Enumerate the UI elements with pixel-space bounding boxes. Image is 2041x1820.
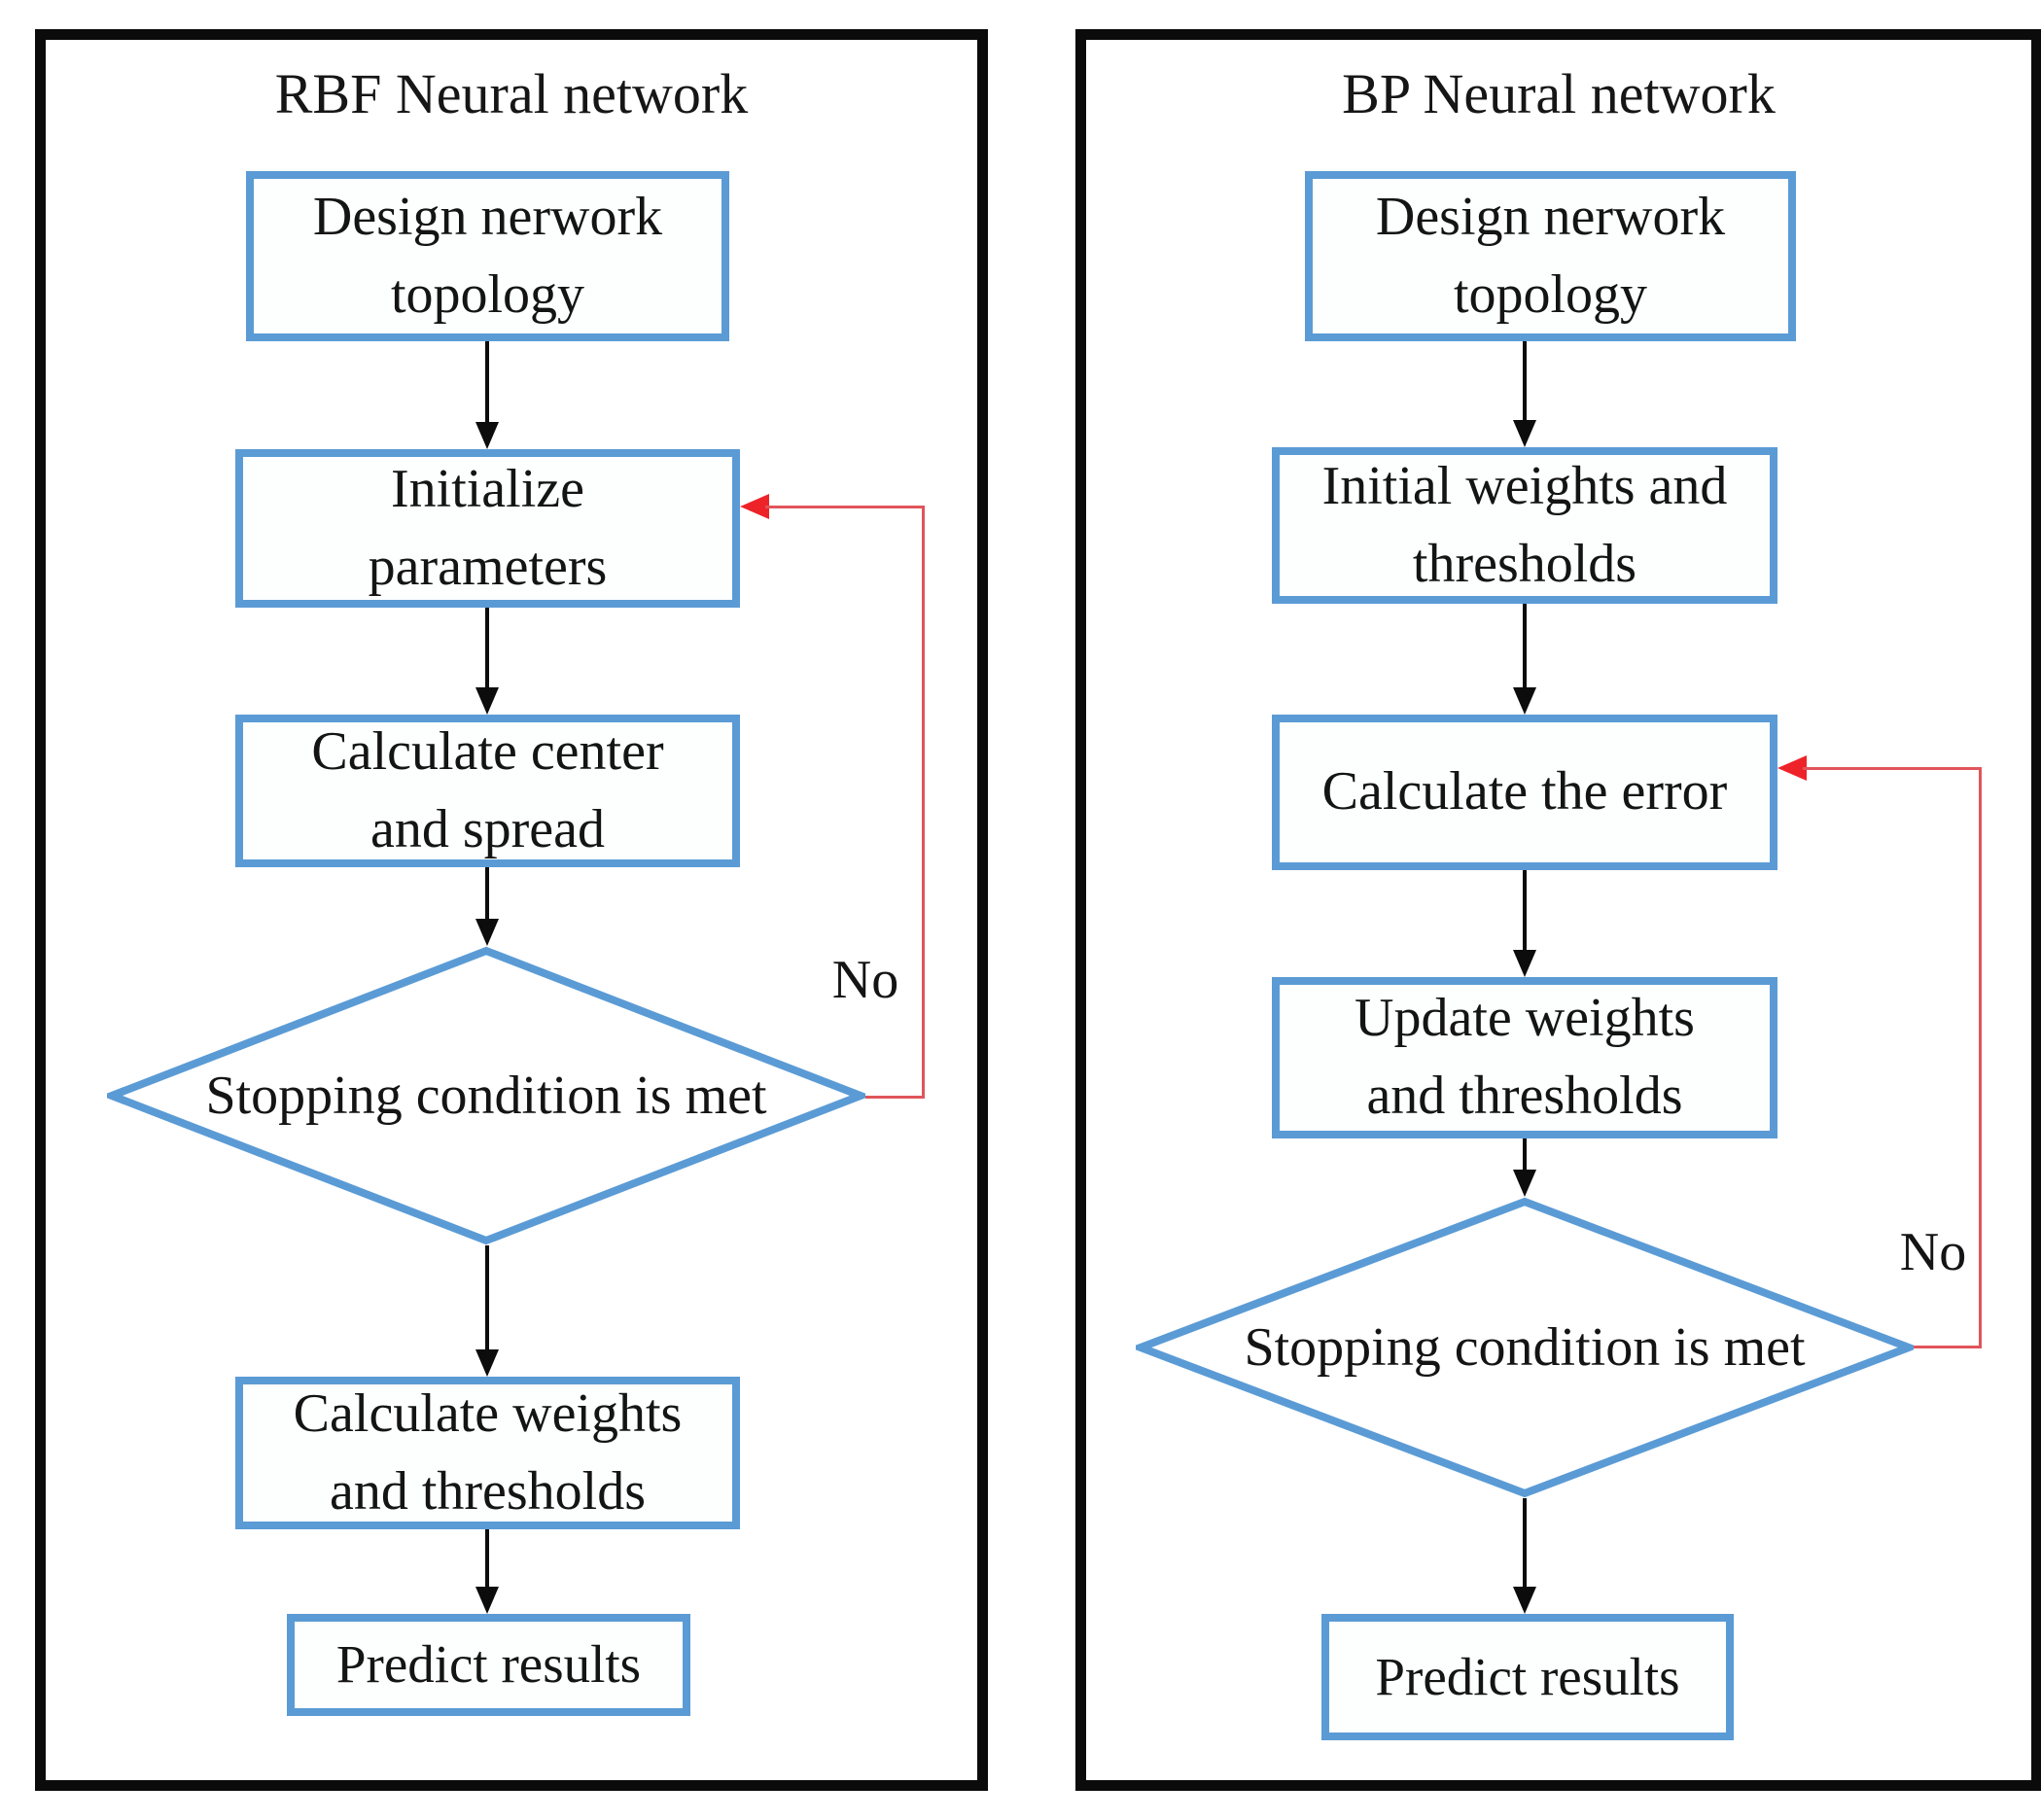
flow-arrow-down-icon [1513,604,1536,715]
box-design-network-topology: Design nerwork topology [1305,171,1796,341]
arrow-line [1523,604,1527,691]
rbf-panel-title: RBF Neural network [274,62,749,125]
arrow-line [485,608,489,691]
no-loop-line [765,506,925,508]
arrow-head-icon [1513,687,1536,715]
box-design-network-topology: Design nerwork topology [246,171,729,341]
no-loop-line [1914,1346,1982,1348]
arrow-line [1523,1498,1527,1591]
box-initial-weights-and-thresholds: Initial weights and thresholds [1272,447,1777,604]
box-calculate-weights-and-thresholds: Calculate weights and thresholds [235,1377,740,1529]
flow-arrow-down-icon [475,867,499,946]
arrow-line [485,1529,489,1591]
bp-panel: BP Neural network Design nerwork topolog… [1075,29,2041,1791]
box-calculate-the-error: Calculate the error [1272,715,1777,870]
diamond-shape [1136,1197,1914,1498]
no-loop-line [922,506,925,1099]
arrow-line [1523,341,1527,424]
arrow-line [485,1245,489,1353]
arrow-head-icon [475,919,499,946]
arrow-head-icon [1513,1587,1536,1614]
flow-arrow-down-icon [475,1245,499,1377]
decision-label: Stopping condition is met [205,1066,767,1126]
decision-stopping-condition: Stopping condition is met [1136,1197,1914,1498]
flow-arrow-down-icon [1513,1498,1536,1614]
flow-arrow-down-icon [475,341,499,449]
flow-arrow-down-icon [1513,341,1536,447]
no-loop-arrow-icon [1777,755,1807,781]
flow-arrow-down-icon [475,1529,499,1614]
box-predict-results: Predict results [1321,1614,1734,1740]
box-predict-results: Predict results [287,1614,690,1716]
no-loop-line [865,1096,925,1099]
box-update-weights-and-thresholds: Update weights and thresholds [1272,977,1777,1138]
no-loop-arrow-icon [740,494,769,519]
bp-panel-title: BP Neural network [1342,62,1776,125]
no-label: No [831,950,899,1010]
flow-arrow-down-icon [1513,1138,1536,1197]
arrow-head-icon [475,687,499,715]
decision-label: Stopping condition is met [1244,1317,1806,1378]
arrow-head-icon [475,422,499,449]
box-initialize-parameters: Initialize parameters [235,449,740,608]
diamond-shape [107,946,865,1245]
rbf-panel: RBF Neural network Design nerwork topolo… [35,29,988,1791]
box-calculate-center-and-spread: Calculate center and spread [235,715,740,867]
arrow-head-icon [475,1349,499,1377]
no-loop-line [1979,767,1982,1348]
flow-arrow-down-icon [475,608,499,715]
arrow-head-icon [475,1587,499,1614]
arrow-head-icon [1513,420,1536,447]
arrow-line [485,341,489,426]
arrow-head-icon [1513,1170,1536,1197]
arrow-line [485,867,489,923]
no-label: No [1899,1222,1967,1282]
flow-arrow-down-icon [1513,870,1536,977]
arrow-line [1523,1138,1527,1173]
arrow-head-icon [1513,950,1536,977]
decision-stopping-condition: Stopping condition is met [107,946,865,1245]
arrow-line [1523,870,1527,954]
no-loop-line [1803,767,1982,770]
